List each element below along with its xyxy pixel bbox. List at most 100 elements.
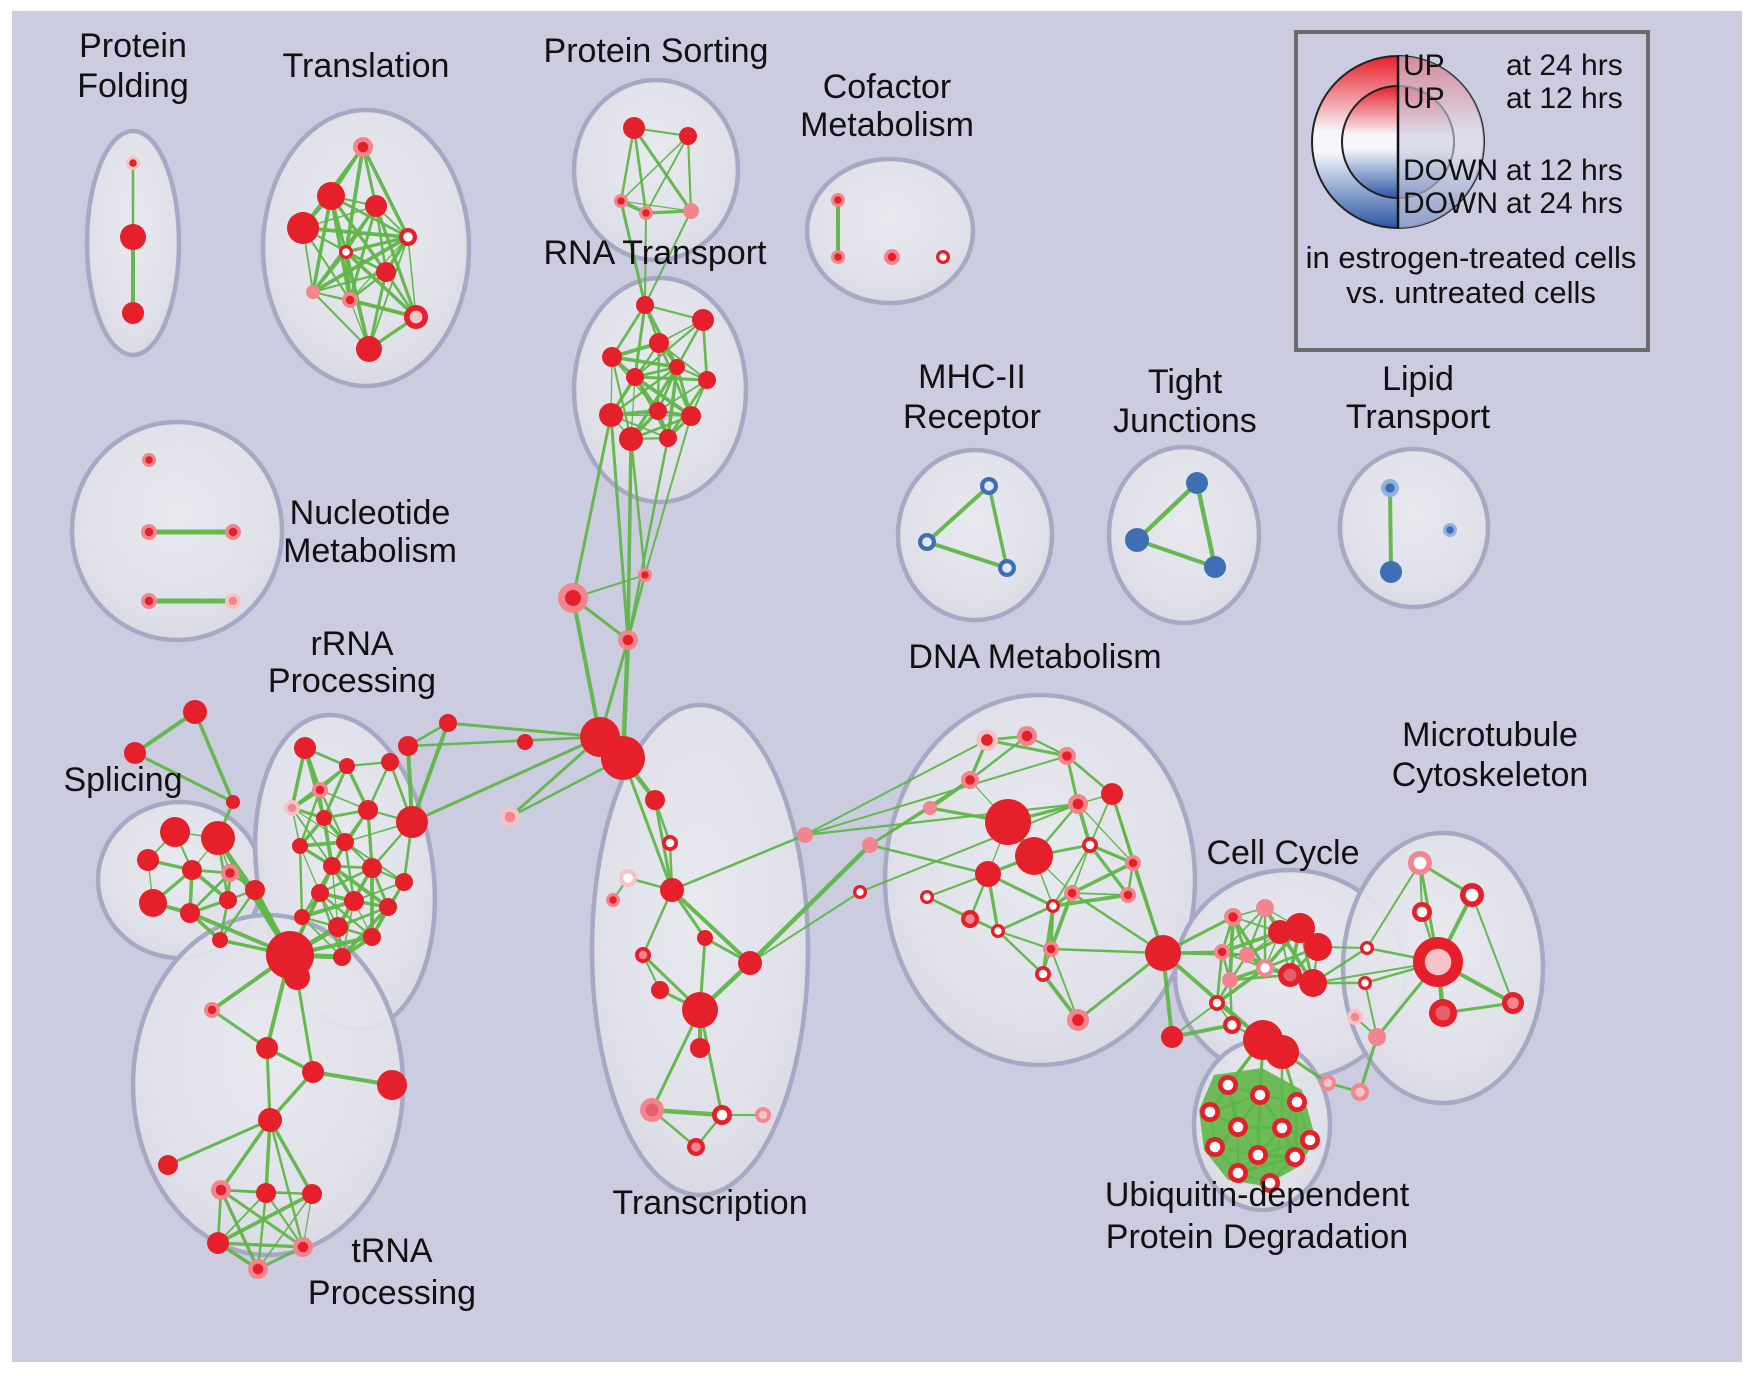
node-outer-73 bbox=[379, 898, 397, 916]
edge bbox=[1215, 966, 1267, 1005]
edge bbox=[509, 735, 601, 819]
edge bbox=[626, 438, 633, 641]
node-inner-116 bbox=[645, 1103, 659, 1117]
node-outer-159 bbox=[1265, 1035, 1299, 1069]
node-outer-4 bbox=[317, 182, 345, 210]
legend-row-time-1: at 12 hrs bbox=[1506, 82, 1623, 115]
edge bbox=[345, 235, 409, 254]
node-inner-0 bbox=[129, 159, 137, 167]
edge bbox=[1136, 538, 1216, 569]
edge bbox=[650, 1009, 702, 1111]
edge bbox=[610, 366, 678, 416]
edge bbox=[619, 200, 647, 306]
edge bbox=[219, 889, 256, 941]
node-outer-30 bbox=[659, 429, 677, 447]
node-outer-21 bbox=[649, 333, 669, 353]
edge bbox=[869, 843, 989, 876]
node-outer-76 bbox=[363, 928, 381, 946]
node-outer-112 bbox=[738, 951, 762, 975]
edge bbox=[1041, 905, 1055, 975]
node-outer-82 bbox=[137, 849, 159, 871]
edge bbox=[804, 739, 988, 836]
node-inner-8 bbox=[342, 248, 350, 256]
node-inner-11 bbox=[345, 295, 355, 305]
edge bbox=[1071, 844, 1091, 894]
edge bbox=[322, 765, 349, 819]
edge bbox=[629, 438, 647, 576]
node-inner-164 bbox=[1350, 1012, 1360, 1022]
node-outer-130 bbox=[1101, 783, 1123, 805]
edge bbox=[133, 710, 197, 755]
cluster-label-lipid-transport-1: Transport bbox=[1346, 398, 1491, 436]
node-outer-70 bbox=[395, 873, 413, 891]
cluster-label-tight-junctions-0: Tight bbox=[1148, 363, 1223, 401]
edge bbox=[167, 1118, 271, 1167]
node-inner-108 bbox=[623, 873, 633, 883]
edge bbox=[1088, 844, 1130, 896]
node-outer-92 bbox=[302, 1061, 324, 1083]
edge bbox=[1364, 982, 1378, 1038]
node-outer-105 bbox=[645, 790, 665, 810]
edge bbox=[219, 1189, 260, 1270]
cluster-label-cofactor-metabolism-0: Cofactor bbox=[823, 68, 952, 106]
node-inner-46 bbox=[1385, 483, 1395, 493]
edge bbox=[217, 1192, 267, 1244]
node-outer-129 bbox=[1015, 837, 1053, 875]
node-outer-114 bbox=[651, 981, 669, 999]
edge bbox=[298, 789, 322, 847]
edge bbox=[1071, 861, 1134, 895]
edge bbox=[749, 891, 861, 964]
cluster-label-cofactor-metabolism-1: Metabolism bbox=[800, 106, 974, 144]
node-outer-28 bbox=[681, 406, 701, 426]
node-inner-119 bbox=[691, 1142, 701, 1152]
node-outer-23 bbox=[626, 368, 644, 386]
node-inner-166 bbox=[1355, 1087, 1365, 1097]
node-inner-32 bbox=[834, 253, 842, 261]
node-outer-120 bbox=[797, 827, 813, 843]
edge bbox=[302, 226, 409, 239]
node-outer-2 bbox=[122, 302, 144, 324]
node-outer-26 bbox=[599, 403, 623, 427]
node-inner-123 bbox=[981, 734, 993, 746]
cluster-label-nucleotide-metabolism-1: Metabolism bbox=[283, 532, 457, 570]
node-inner-162 bbox=[1361, 979, 1369, 987]
node-outer-9 bbox=[376, 262, 396, 282]
node-outer-160 bbox=[1299, 969, 1327, 997]
edge bbox=[997, 929, 1052, 951]
edge bbox=[620, 135, 689, 202]
node-outer-121 bbox=[862, 837, 878, 853]
cluster-label-ubiquitin-degradation-0: Ubiquitin-dependent bbox=[1105, 1176, 1410, 1214]
cluster-ellipse-cofactor-metabolism bbox=[804, 156, 976, 306]
node-outer-95 bbox=[183, 700, 207, 724]
node-inner-172 bbox=[1507, 997, 1519, 1009]
node-outer-20 bbox=[692, 309, 714, 331]
edge bbox=[671, 833, 806, 892]
node-inner-175 bbox=[1291, 1096, 1303, 1108]
cluster-ellipse-transcription bbox=[589, 702, 811, 1198]
node-outer-134 bbox=[975, 861, 1001, 887]
legend-row-time-2: at 12 hrs bbox=[1506, 154, 1623, 187]
cluster-label-rrna-processing-0: rRNA bbox=[310, 625, 393, 663]
edge bbox=[1050, 947, 1164, 955]
node-inner-131 bbox=[1072, 798, 1084, 810]
edge bbox=[644, 415, 692, 576]
node-inner-169 bbox=[1424, 948, 1452, 976]
edge bbox=[621, 757, 674, 891]
edge bbox=[374, 205, 388, 273]
node-inner-145 bbox=[1228, 912, 1238, 922]
edge bbox=[1077, 803, 1134, 864]
edge bbox=[374, 205, 418, 318]
node-inner-161 bbox=[1363, 944, 1371, 952]
edge bbox=[134, 751, 234, 804]
node-inner-122 bbox=[856, 888, 864, 896]
node-outer-19 bbox=[636, 296, 654, 314]
cluster-label-tight-junctions-1: Junctions bbox=[1113, 402, 1257, 440]
node-inner-173 bbox=[1222, 1079, 1234, 1091]
cluster-label-protein-folding-0: Protein bbox=[79, 27, 187, 65]
edge bbox=[411, 735, 601, 824]
edge bbox=[969, 735, 1028, 781]
edge bbox=[1221, 907, 1266, 953]
node-outer-79 bbox=[284, 964, 310, 990]
